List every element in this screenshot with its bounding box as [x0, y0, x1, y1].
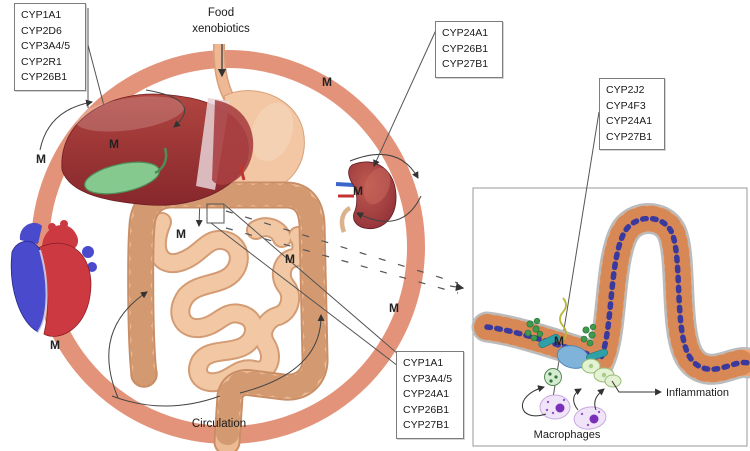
cyp-item: CYP26B1: [442, 42, 489, 55]
cyp-box-colon-epithelium: CYP2J2 CYP4F3 CYP24A1 CYP27B1: [599, 78, 665, 150]
flagellated-bacterium: [559, 297, 567, 341]
bacteria-rod-2: [586, 348, 608, 362]
m-marker-intestine-left: M: [176, 227, 186, 241]
cyp-item: CYP24A1: [403, 388, 450, 400]
cyp-box-liver: CYP1A1 CYP2D6 CYP3A4/5 CYP2R1 CYP26B1: [14, 3, 86, 91]
m-marker-band-right: M: [389, 301, 399, 315]
cyp-item: CYP27B1: [606, 130, 653, 143]
circulation-label: Circulation: [191, 418, 247, 430]
cyp-item: CYP4F3: [606, 99, 646, 112]
food-label-line2: xenobiotics: [192, 23, 250, 35]
bacteria-cluster-2: [580, 323, 597, 347]
circulation-arrows: [39, 89, 422, 407]
heart-illustration: [10, 220, 97, 337]
macrophage-2: [573, 406, 607, 430]
cyp-item: CYP3A4/5: [21, 40, 71, 52]
m-marker-band-left: M: [36, 152, 46, 166]
zoom-dashed-lines: [225, 210, 465, 294]
food-label-line1: Food: [207, 7, 235, 19]
epithelium-villus: [471, 203, 750, 385]
small-intestine-illustration: [146, 212, 312, 393]
kidney-box-leader-line: [373, 29, 437, 167]
liver-illustration: [61, 93, 254, 206]
cyp-item: CYP24A1: [606, 115, 653, 127]
m-marker-band-bottom-left: M: [50, 338, 60, 352]
m-marker-band-top-right: M: [322, 75, 332, 89]
cyp-item: CYP2J2: [606, 84, 645, 96]
bacteria-rod-1: [538, 334, 560, 348]
m-marker-m-cell: M: [554, 334, 564, 348]
bacteria-cluster-1: [524, 317, 544, 342]
cyp-item: CYP2R1: [21, 55, 62, 68]
cyp-item: CYP3A4/5: [403, 372, 453, 385]
m-marker-intestine-right: M: [285, 252, 295, 266]
macrophage-1: [539, 394, 571, 420]
macrophage-arrows: [522, 385, 605, 417]
cyp-item: CYP1A1: [21, 9, 62, 21]
food-xenobiotics-label: Food xenobiotics: [178, 5, 264, 37]
macrophages-label: Macrophages: [533, 429, 601, 441]
cyp-item: CYP26B1: [21, 71, 68, 83]
cyp-item: CYP27B1: [403, 419, 450, 431]
kidney-illustration: [335, 161, 397, 233]
bacteria-laden-cell: [544, 368, 562, 386]
inflammation-arrow: [611, 380, 663, 396]
m-marker-liver: M: [109, 137, 119, 151]
cyp-box-kidney: CYP24A1 CYP26B1 CYP27B1: [435, 21, 503, 78]
inflammation-label: Inflammation: [666, 387, 729, 399]
zoom-rectangle: [206, 203, 225, 224]
cyp-box-intestine: CYP1A1 CYP3A4/5 CYP24A1 CYP26B1 CYP27B1: [396, 351, 464, 439]
cyp-item: CYP1A1: [403, 357, 444, 369]
cyp-item: CYP24A1: [442, 27, 489, 39]
colon-illustration: [127, 181, 329, 451]
cyp-item: CYP2D6: [21, 24, 62, 37]
dendritic-cells: [581, 358, 622, 388]
cyp-item: CYP27B1: [442, 58, 489, 70]
cyp-item: CYP26B1: [403, 403, 450, 416]
intestine-box-leader-lines: [210, 204, 399, 367]
m-marker-kidney: M: [353, 184, 363, 198]
